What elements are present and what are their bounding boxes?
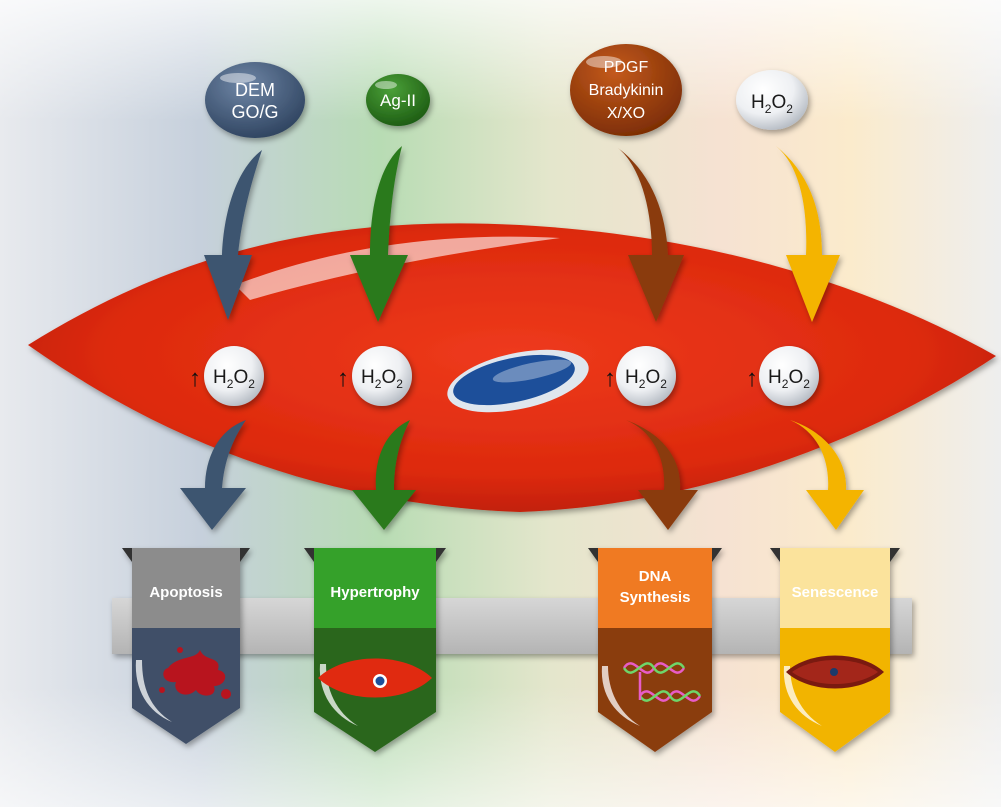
increase-arrow: ↑ bbox=[604, 365, 616, 392]
blood-splatter-icon bbox=[159, 647, 231, 699]
h2o2-bubble bbox=[204, 346, 264, 406]
enlarged-cell-icon bbox=[318, 658, 432, 698]
h2o2-label: H2O2 bbox=[361, 367, 403, 391]
stimulus-pdgf-bradykinin-xxo bbox=[570, 44, 682, 136]
stimulus-ag-ii bbox=[366, 74, 430, 126]
arrow-out-yellow bbox=[790, 420, 864, 530]
stimulus-pdgf-label: PDGF bbox=[604, 59, 649, 76]
outcome-apoptosis-label: Apoptosis bbox=[149, 584, 222, 601]
outcome-senescence bbox=[770, 548, 900, 752]
outcome-band bbox=[112, 598, 912, 654]
arrow-in-brown bbox=[618, 148, 684, 322]
h2o2-increase-1: ↑ H2O2 bbox=[189, 346, 264, 406]
increase-arrow: ↑ bbox=[189, 365, 201, 392]
outcome-dna-label-line2: Synthesis bbox=[620, 589, 691, 606]
stimulus-h2o2-label: H2O2 bbox=[751, 92, 793, 116]
stimulus-h2o2 bbox=[736, 70, 808, 130]
arrow-out-blue bbox=[180, 420, 246, 530]
h2o2-label: H2O2 bbox=[768, 367, 810, 391]
outcome-dna-label-line1: DNA bbox=[639, 568, 672, 585]
stimulus-dem-gog bbox=[205, 62, 305, 138]
arrow-out-brown bbox=[626, 420, 698, 530]
arrow-in-yellow bbox=[776, 146, 840, 322]
stimulus-ag-ii-label: Ag-II bbox=[380, 91, 416, 110]
arrow-out-green bbox=[352, 420, 416, 530]
outcome-senescence-label: Senescence bbox=[792, 584, 879, 601]
stimulus-dem-label: DEM bbox=[235, 80, 275, 100]
stimulus-gog-label: GO/G bbox=[231, 102, 278, 122]
outcome-hypertrophy-label: Hypertrophy bbox=[330, 584, 420, 601]
h2o2-label: H2O2 bbox=[213, 367, 255, 391]
h2o2-bubble bbox=[616, 346, 676, 406]
h2o2-label: H2O2 bbox=[625, 367, 667, 391]
h2o2-bubble bbox=[352, 346, 412, 406]
arrow-in-green bbox=[350, 146, 408, 322]
stimulus-bradykinin-label: Bradykinin bbox=[589, 82, 664, 99]
increase-arrow: ↑ bbox=[337, 365, 349, 392]
nucleus bbox=[447, 349, 589, 413]
h2o2-bubble bbox=[759, 346, 819, 406]
h2o2-increase-4: ↑ H2O2 bbox=[746, 346, 819, 406]
h2o2-increase-2: ↑ H2O2 bbox=[337, 346, 412, 406]
aged-cell-icon bbox=[786, 655, 884, 689]
arrow-in-blue bbox=[204, 150, 262, 320]
cell-highlight bbox=[235, 236, 560, 300]
stimulus-xxo-label: X/XO bbox=[607, 105, 645, 122]
increase-arrow: ↑ bbox=[746, 365, 758, 392]
outcome-dna-synthesis bbox=[588, 548, 722, 752]
dna-strand-icon bbox=[622, 662, 702, 702]
h2o2-increase-3: ↑ H2O2 bbox=[604, 346, 676, 406]
